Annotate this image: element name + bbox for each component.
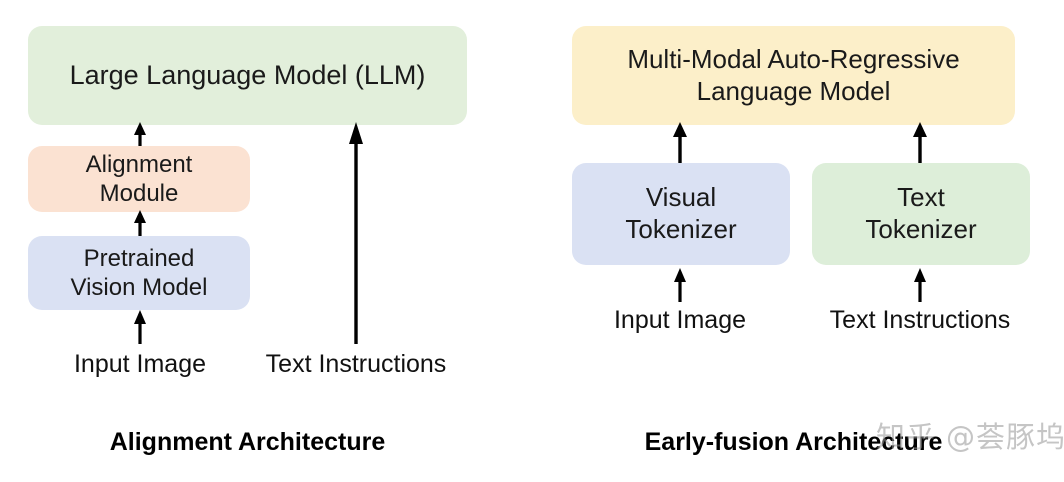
caption-alignment-architecture: Alignment Architecture: [109, 428, 386, 456]
arrow-text-instructions-to-text-tokenizer: [914, 268, 926, 302]
box-visual-tokenizer: Visual Tokenizer: [572, 163, 790, 265]
arrow-input-image-to-visual-tokenizer: [674, 268, 686, 302]
label-text-instructions-left: Text Instructions: [265, 350, 447, 378]
label-input-image-right: Input Image: [613, 306, 747, 334]
caption-early-fusion-architecture: Early-fusion Architecture: [644, 428, 943, 456]
box-pretrained-vision-model: Pretrained Vision Model: [28, 236, 250, 310]
box-multimodal-language-model: Multi-Modal Auto-Regressive Language Mod…: [572, 26, 1015, 125]
arrow-input-image-to-vision: [134, 310, 146, 344]
box-large-language-model: Large Language Model (LLM): [28, 26, 467, 125]
arrow-visual-tokenizer-to-model: [673, 122, 687, 166]
box-alignment-module: Alignment Module: [28, 146, 250, 212]
label-input-image-left: Input Image: [73, 350, 207, 378]
arrow-vision-to-alignment: [134, 210, 146, 237]
arrow-text-instructions-to-llm: [349, 122, 363, 344]
label-text-instructions-right: Text Instructions: [829, 306, 1011, 334]
box-text-tokenizer: Text Tokenizer: [812, 163, 1030, 265]
arrow-text-tokenizer-to-model: [913, 122, 927, 166]
